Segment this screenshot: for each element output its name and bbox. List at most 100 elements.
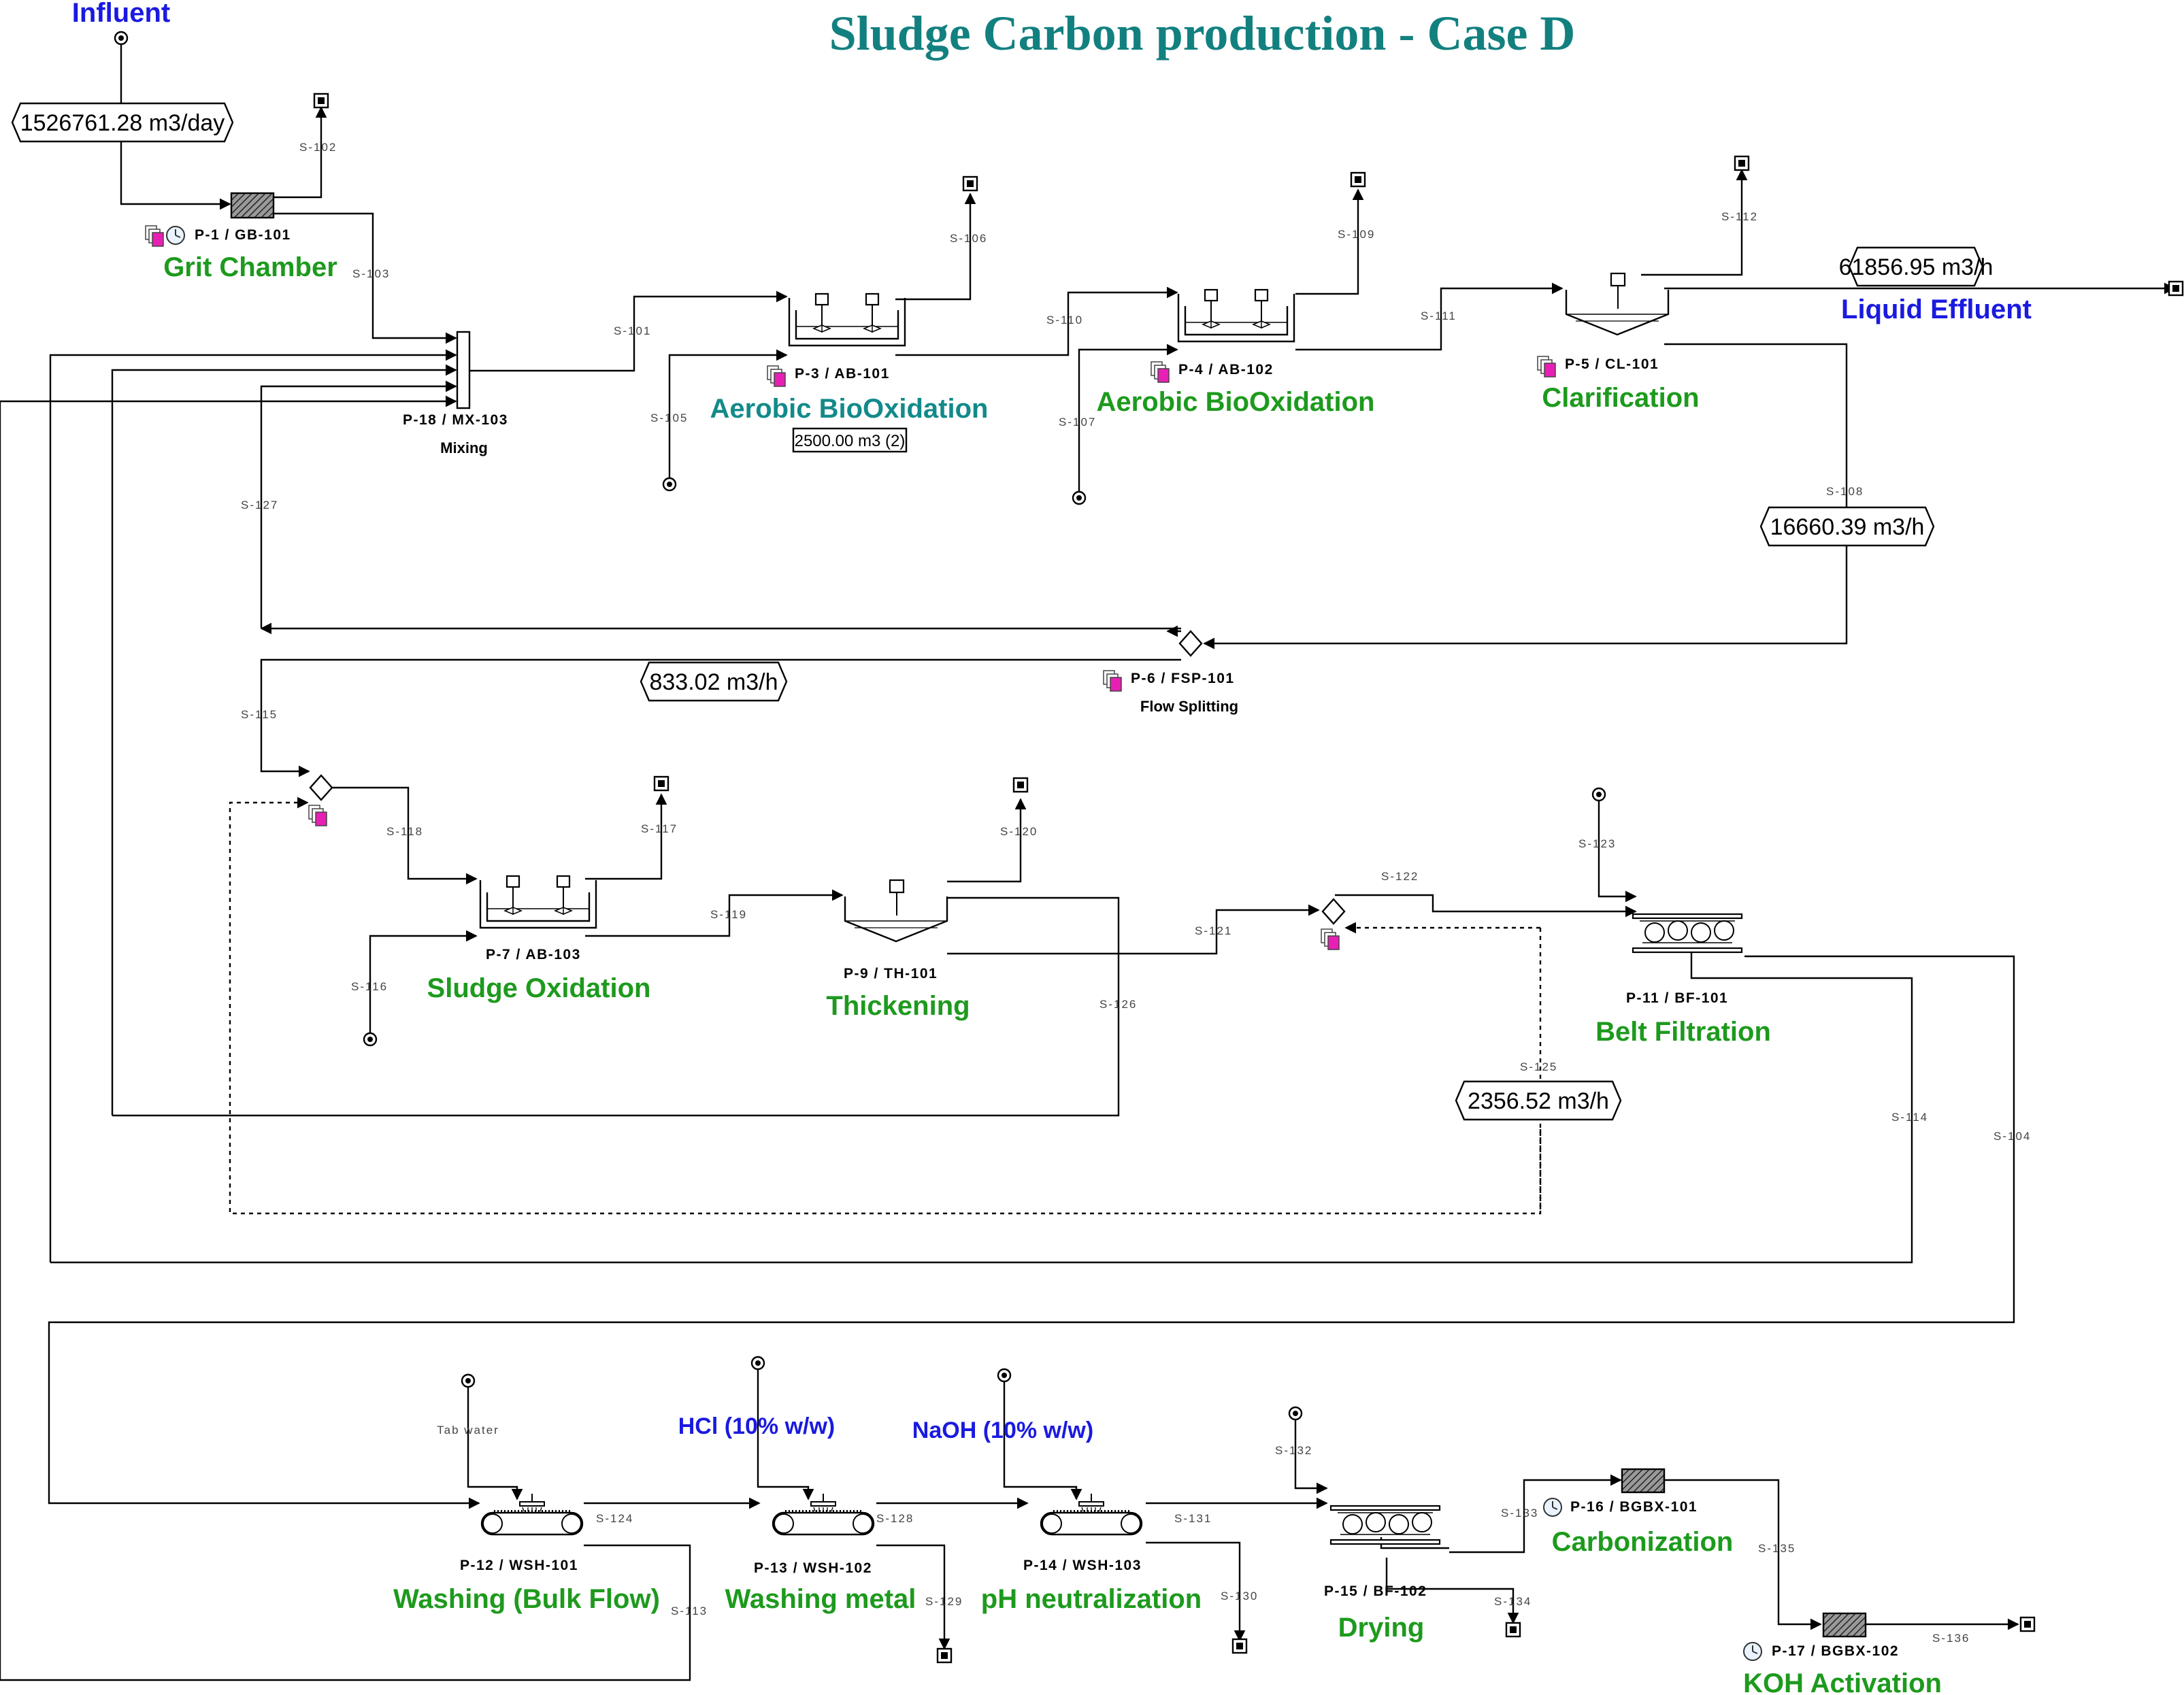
operation-name-p1: Grit Chamber bbox=[163, 252, 337, 282]
stream-labels: S-102 S-103 S-101 S-105 S-106 S-110 S-10… bbox=[241, 141, 2031, 1645]
s105-source-marker[interactable] bbox=[662, 477, 677, 492]
s136-sink-marker[interactable] bbox=[2019, 1616, 2036, 1632]
flow-tag-s108-text: 16660.39 m3/h bbox=[1770, 514, 1925, 540]
unit-tag-p16: P-16 / BGBX-101 bbox=[1570, 1499, 1698, 1515]
stream-label: S-104 bbox=[1993, 1130, 2031, 1143]
carbonization-box[interactable] bbox=[1621, 1468, 1666, 1494]
naoh-source-marker[interactable] bbox=[997, 1368, 1012, 1383]
stream-label: S-135 bbox=[1758, 1542, 1796, 1555]
stream-label: S-127 bbox=[241, 499, 278, 511]
s116-source-marker[interactable] bbox=[363, 1032, 378, 1047]
stream-label: S-122 bbox=[1381, 870, 1419, 883]
s107-source-marker[interactable] bbox=[1072, 490, 1087, 505]
stream-label: S-108 bbox=[1826, 485, 1864, 498]
document-icon[interactable] bbox=[145, 225, 164, 247]
stream-label: S-129 bbox=[925, 1595, 963, 1608]
s112-sink-marker[interactable] bbox=[1734, 155, 1750, 171]
s120-sink-marker[interactable] bbox=[1012, 777, 1029, 793]
flow-tag-s125-text: 2356.52 m3/h bbox=[1468, 1088, 1609, 1114]
unit-tag-p17: P-17 / BGBX-102 bbox=[1772, 1643, 1899, 1659]
stream-label: S-123 bbox=[1578, 837, 1616, 850]
stream-label: S-120 bbox=[1000, 825, 1038, 838]
flow-tag-s115: 833.02 m3/h bbox=[640, 661, 788, 702]
effluent-sink-marker[interactable] bbox=[2168, 280, 2184, 297]
clock-icon[interactable] bbox=[1543, 1498, 1562, 1517]
stream-label: S-109 bbox=[1338, 228, 1375, 241]
influent-label: Influent bbox=[72, 0, 170, 28]
s130-sink-marker[interactable] bbox=[1231, 1638, 1248, 1654]
flow-tag-effluent: 61856.95 m3/h bbox=[1839, 246, 1993, 287]
stream-label: S-134 bbox=[1494, 1595, 1532, 1608]
stream-label: S-113 bbox=[671, 1605, 708, 1617]
operation-name-p4: Aerobic BioOxidation bbox=[1097, 387, 1375, 417]
stream-label: S-119 bbox=[710, 908, 747, 921]
flow-tag-s125: 2356.52 m3/h bbox=[1455, 1080, 1622, 1121]
washer-wsh103[interactable] bbox=[1040, 1492, 1143, 1536]
stream-label: S-133 bbox=[1501, 1507, 1538, 1520]
s134-sink-marker[interactable] bbox=[1505, 1622, 1521, 1638]
washer-wsh102[interactable] bbox=[772, 1492, 875, 1536]
s102-sink-marker[interactable] bbox=[313, 93, 329, 109]
thickener-th101[interactable] bbox=[844, 879, 948, 943]
koh-activation-box[interactable] bbox=[1822, 1612, 1867, 1638]
stream-label: S-105 bbox=[650, 412, 688, 424]
document-icon[interactable] bbox=[308, 805, 327, 826]
tab-water-label: Tab water bbox=[437, 1424, 499, 1437]
s109-sink-marker[interactable] bbox=[1350, 171, 1366, 188]
stream-label: S-107 bbox=[1059, 416, 1096, 429]
stream-label: S-132 bbox=[1275, 1444, 1312, 1457]
document-icon[interactable] bbox=[1537, 356, 1556, 377]
unit-tag-p11: P-11 / BF-101 bbox=[1626, 990, 1728, 1006]
stream-label: S-111 bbox=[1421, 309, 1457, 322]
stream-lines bbox=[0, 39, 2176, 1681]
stream-label: S-130 bbox=[1221, 1590, 1258, 1602]
bioreactor-ab102[interactable] bbox=[1177, 288, 1295, 343]
grit-chamber-equipment[interactable] bbox=[230, 192, 275, 219]
flow-splitter-s115[interactable] bbox=[309, 774, 333, 801]
belt-filter-bf101[interactable] bbox=[1632, 913, 1743, 954]
clock-icon[interactable] bbox=[166, 226, 185, 245]
stream-label: S-131 bbox=[1174, 1512, 1212, 1525]
belt-dryer-bf102[interactable] bbox=[1329, 1505, 1441, 1545]
clock-icon[interactable] bbox=[1743, 1642, 1762, 1661]
bioreactor-ab103[interactable] bbox=[479, 875, 597, 929]
stream-label: S-136 bbox=[1932, 1632, 1970, 1645]
document-icon[interactable] bbox=[1103, 670, 1122, 692]
stream-label: S-116 bbox=[351, 980, 388, 993]
operation-name-p13: Washing metal bbox=[725, 1584, 916, 1614]
s123-source-marker[interactable] bbox=[1591, 787, 1606, 802]
clarifier-cl101[interactable] bbox=[1565, 272, 1670, 336]
mixer-equipment[interactable] bbox=[456, 331, 471, 409]
unit-tag-p9: P-9 / TH-101 bbox=[844, 966, 938, 981]
operation-name-p11: Belt Filtration bbox=[1595, 1017, 1771, 1047]
operation-name-p9: Thickening bbox=[826, 991, 970, 1021]
operation-name-p3: Aerobic BioOxidation bbox=[710, 394, 989, 424]
bioreactor-ab101[interactable] bbox=[788, 292, 906, 347]
unit-tag-p7: P-7 / AB-103 bbox=[486, 947, 581, 962]
tab-water-source-marker[interactable] bbox=[461, 1373, 476, 1388]
s106-sink-marker[interactable] bbox=[962, 175, 978, 192]
stream-label: S-124 bbox=[596, 1512, 633, 1525]
unit-tag-p4: P-4 / AB-102 bbox=[1178, 362, 1274, 377]
document-icon[interactable] bbox=[1321, 928, 1340, 950]
operation-name-p5: Clarification bbox=[1542, 383, 1699, 413]
operation-name-p16: Carbonization bbox=[1552, 1527, 1734, 1557]
stream-label: S-112 bbox=[1721, 210, 1758, 223]
hcl-source-marker[interactable] bbox=[750, 1356, 765, 1371]
unit-tag-p14: P-14 / WSH-103 bbox=[1023, 1558, 1142, 1573]
s132-source-marker[interactable] bbox=[1288, 1406, 1303, 1421]
operation-name-p12: Washing (Bulk Flow) bbox=[393, 1584, 660, 1614]
unit-tag-p12: P-12 / WSH-101 bbox=[460, 1558, 578, 1573]
influent-source-marker[interactable] bbox=[114, 31, 129, 46]
flow-splitter-fsp101[interactable] bbox=[1178, 630, 1203, 657]
s117-sink-marker[interactable] bbox=[653, 775, 669, 792]
s129-sink-marker[interactable] bbox=[936, 1647, 953, 1664]
flow-splitter-s121[interactable] bbox=[1321, 898, 1346, 925]
document-icon[interactable] bbox=[767, 365, 786, 387]
stream-label: S-121 bbox=[1195, 924, 1232, 937]
stream-label: S-114 bbox=[1891, 1111, 1928, 1124]
washer-wsh101[interactable] bbox=[480, 1492, 584, 1536]
document-icon[interactable] bbox=[1151, 361, 1170, 383]
unit-tag-p5: P-5 / CL-101 bbox=[1565, 356, 1659, 372]
